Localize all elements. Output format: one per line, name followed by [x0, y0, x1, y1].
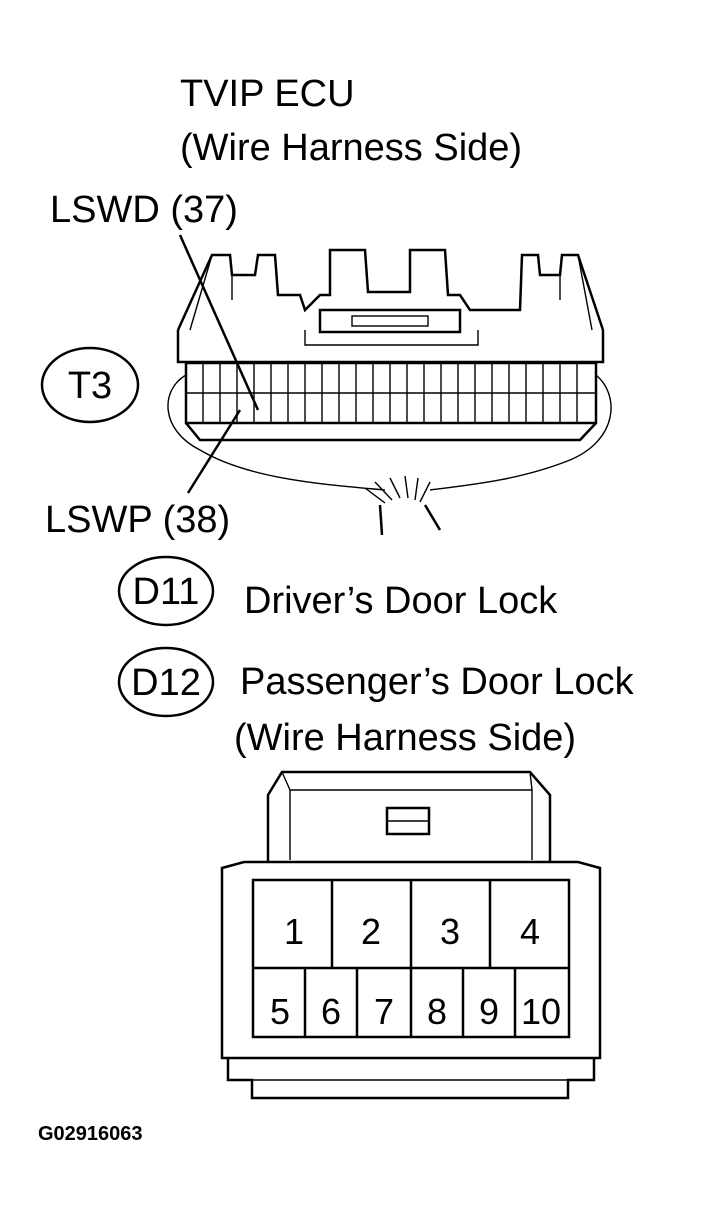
ecu-lock-slot [351, 315, 429, 327]
harness-right [429, 374, 612, 491]
ecu-pin-grid [202, 363, 578, 423]
t3-ellipse [40, 346, 140, 424]
ecu-subtitle: (Wire Harness Side) [180, 127, 522, 169]
door-connector-latch-inner [289, 789, 533, 860]
connector-code-t3: T3 [40, 346, 140, 424]
ecu-housing-edges [189, 254, 593, 331]
ecu-lock-base [304, 330, 479, 346]
t3-label: T3 [68, 365, 112, 407]
pin-2: 2 [361, 911, 381, 952]
pin-8: 8 [427, 991, 447, 1032]
leader-lswp [186, 409, 242, 494]
door-connector-base [226, 1058, 596, 1100]
d11-ellipse [117, 555, 215, 627]
door-lock-subtitle: (Wire Harness Side) [234, 717, 576, 759]
pin-1: 1 [284, 911, 304, 952]
figure-code: G02916063 [38, 1123, 143, 1145]
ecu-title: TVIP ECU [180, 73, 355, 115]
pin-5: 5 [270, 991, 290, 1032]
d11-label: D11 [133, 571, 200, 613]
terminal-lswd-label: LSWD (37) [50, 189, 238, 231]
connector-code-d11: D11 [117, 555, 215, 627]
terminal-lswp-label: LSWP (38) [45, 499, 230, 541]
connector-code-d12: D12 [117, 646, 215, 718]
ecu-housing-lip [176, 330, 605, 364]
door-connector-latch-outer [266, 770, 552, 862]
driver-door-lock-label: Driver’s Door Lock [244, 580, 558, 622]
d12-ellipse [117, 646, 215, 718]
ecu-body-bottom [185, 422, 597, 442]
harness-left [167, 374, 386, 491]
wire-strands [364, 475, 431, 504]
d12-label: D12 [131, 662, 201, 704]
ecu-housing-ribs [231, 275, 561, 300]
door-lock-connector: 1 2 3 4 5 6 7 8 9 10 [220, 770, 602, 1100]
wire-bundle [378, 504, 442, 536]
ecu-lock-tab [318, 308, 462, 334]
ecu-connector [167, 234, 612, 536]
pin-9: 9 [479, 991, 499, 1032]
pin-4: 4 [520, 911, 540, 952]
leader-lswd [178, 234, 260, 411]
door-connector-body [220, 860, 602, 1060]
pin-10: 10 [521, 991, 561, 1032]
pin-3: 3 [440, 911, 460, 952]
ecu-housing-top [176, 248, 605, 331]
pin-6: 6 [321, 991, 341, 1032]
passenger-door-lock-label: Passenger’s Door Lock [240, 661, 635, 703]
pin-7: 7 [374, 991, 394, 1032]
